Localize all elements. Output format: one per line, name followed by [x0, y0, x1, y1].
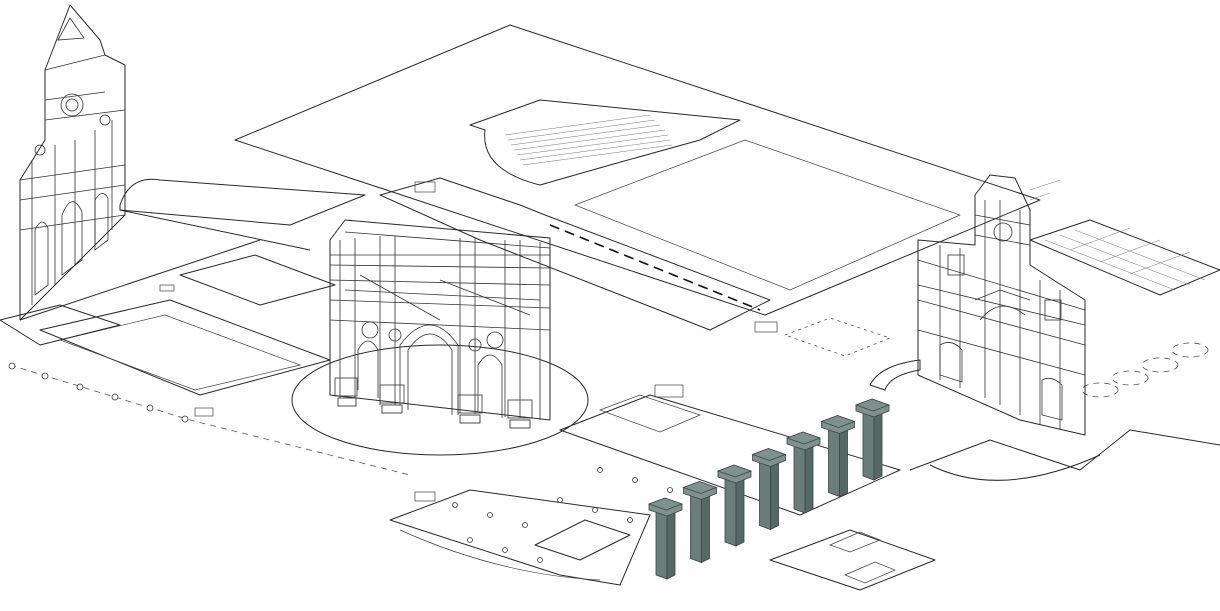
church-facade-left [19, 4, 126, 321]
site-plan [0, 24, 1220, 591]
column [716, 464, 753, 547]
column [647, 497, 684, 580]
column [854, 398, 891, 481]
column [751, 448, 787, 531]
triumphal-arch [329, 219, 551, 429]
column [785, 431, 822, 514]
column [820, 415, 856, 498]
baroque-facade-right [917, 174, 1086, 436]
colonnade [647, 398, 891, 580]
column [682, 481, 718, 564]
